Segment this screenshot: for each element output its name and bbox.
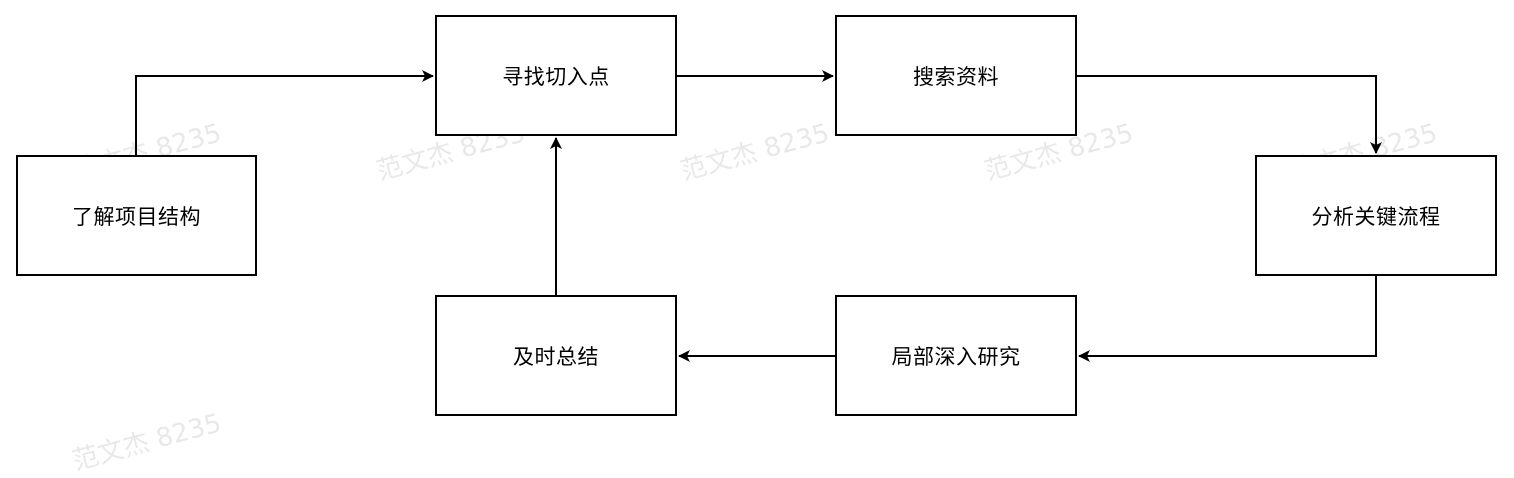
node-search-materials: 搜索资料 [835, 15, 1077, 136]
edge-search-to-analyze [1077, 75, 1382, 154]
node-label: 局部深入研究 [891, 344, 1021, 369]
node-deep-research: 局部深入研究 [835, 295, 1077, 416]
node-label: 寻找切入点 [502, 64, 610, 89]
node-find-entry-point: 寻找切入点 [435, 15, 677, 136]
edge-analyze-to-deep [1078, 276, 1377, 362]
node-analyze-key-flow: 分析关键流程 [1255, 155, 1497, 276]
node-label: 分析关键流程 [1311, 204, 1441, 229]
node-understand-structure: 了解项目结构 [16, 155, 257, 276]
node-timely-summary: 及时总结 [435, 295, 677, 416]
node-label: 了解项目结构 [72, 204, 201, 229]
connector-layer [135, 70, 1382, 362]
node-label: 搜索资料 [913, 64, 999, 89]
edge-understand-to-entry [135, 70, 434, 155]
node-label: 及时总结 [513, 344, 599, 369]
